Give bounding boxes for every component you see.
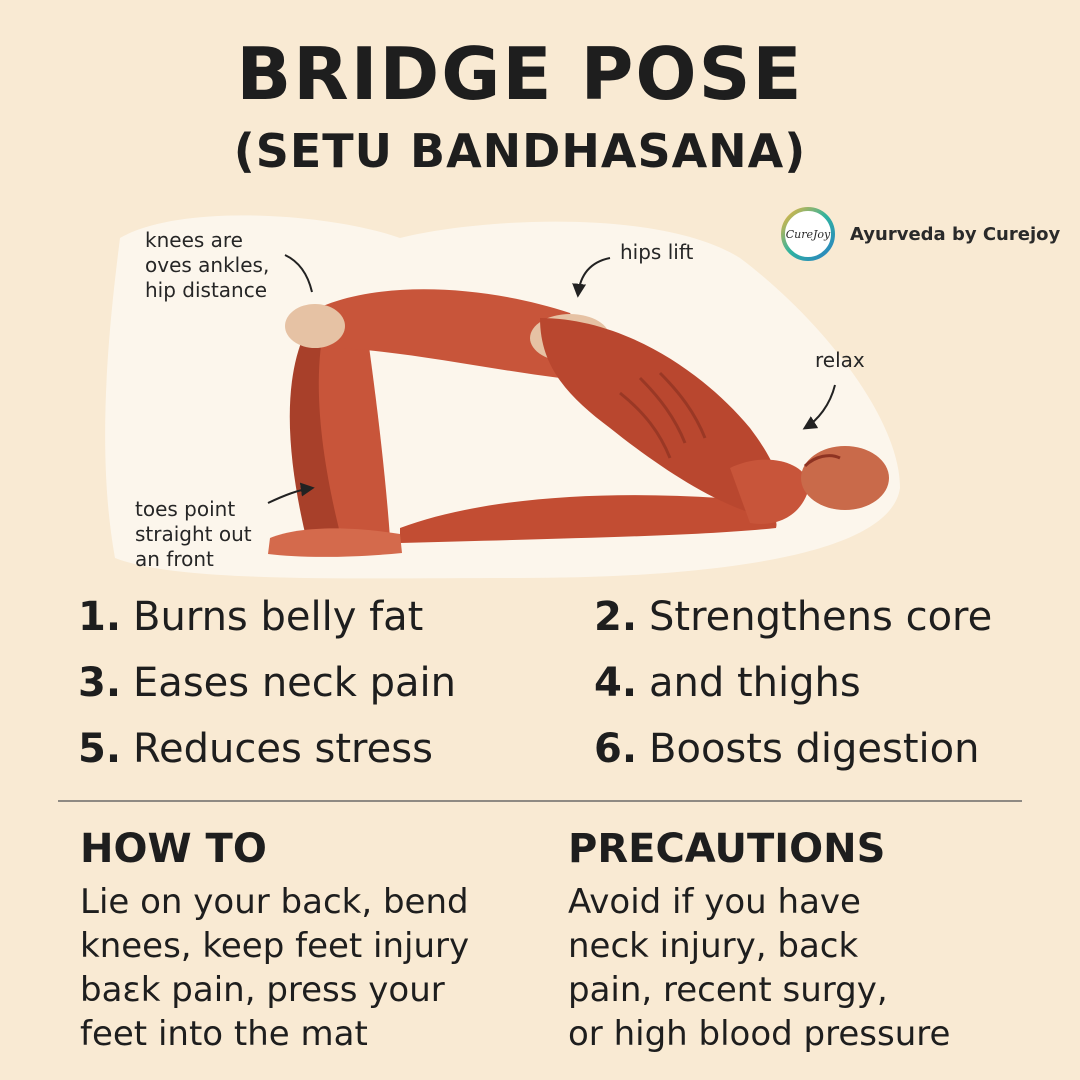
arm-muscle xyxy=(400,495,777,543)
abdominal-lines xyxy=(619,371,707,459)
front-shin-muscle xyxy=(318,318,390,538)
brand-name: Ayurveda by Curejoy xyxy=(850,223,1061,245)
label-relax: relax xyxy=(815,348,865,372)
label-hips: hips lift xyxy=(620,240,694,264)
benefit-item: 3.Eases neck pain xyxy=(78,660,457,706)
precautions-body: Avoid if you have neck injury, back pain… xyxy=(568,882,951,1054)
feet-muscle xyxy=(268,528,402,557)
bridge-pose-illustration xyxy=(105,215,901,579)
benefit-item: 1.Burns belly fat xyxy=(78,594,424,640)
label-toes: toes point straight out an front xyxy=(135,497,252,571)
how-to-body: Lie on your back, bend knees, keep feet … xyxy=(80,882,470,1054)
label-knees: knees are oves ankles, hip distance xyxy=(145,228,270,302)
shoulder-muscle xyxy=(730,459,810,524)
page-title: BRIDGE POSE xyxy=(236,32,804,116)
head xyxy=(801,446,889,510)
precautions-heading: PRECAUTIONS xyxy=(568,826,886,872)
thigh-muscle xyxy=(300,289,581,378)
brand: CureJoy Ayurveda by Curejoy xyxy=(780,206,1060,262)
face-detail xyxy=(803,454,841,468)
benefit-item: 5.Reduces stress xyxy=(78,726,433,772)
torso-muscle xyxy=(540,318,781,518)
page-subtitle: (SETU BANDHASANA) xyxy=(233,124,807,178)
brand-logo-text: CureJoy xyxy=(786,228,831,241)
benefit-item: 6.Boosts digestion xyxy=(594,726,980,772)
how-to-heading: HOW TO xyxy=(80,826,267,872)
knee-tendon xyxy=(285,304,345,348)
section-divider xyxy=(58,800,1022,802)
benefit-item: 2.Strengthens core xyxy=(594,594,993,640)
curejoy-logo-icon: CureJoy xyxy=(781,207,835,261)
benefit-item: 4.and thighs xyxy=(594,660,861,706)
